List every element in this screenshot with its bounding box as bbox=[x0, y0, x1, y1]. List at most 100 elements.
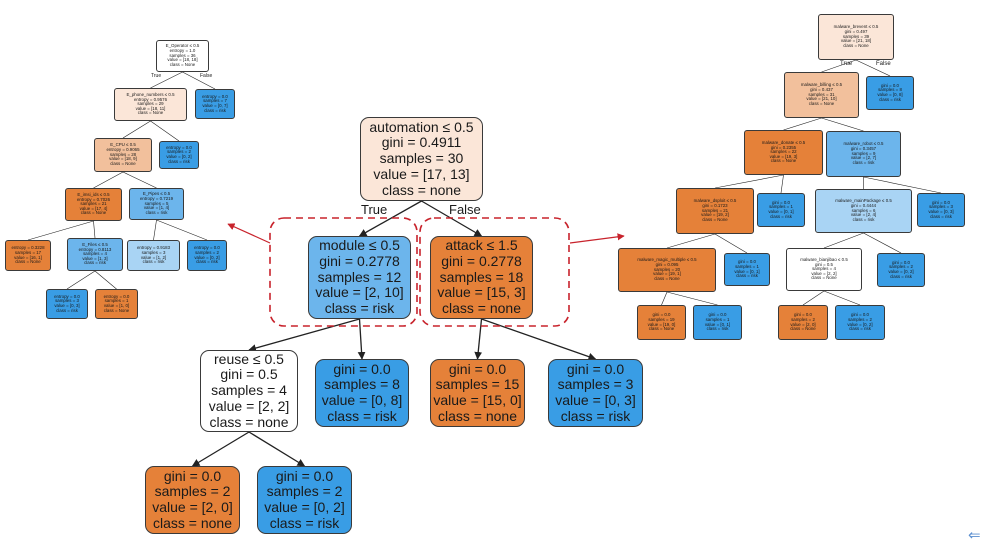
node-line: attack ≤ 1.5 bbox=[445, 237, 518, 254]
node-line: value = [2, 10] bbox=[315, 284, 404, 301]
node-line: malware_magic_multiple ≤ 0.5 bbox=[637, 257, 697, 263]
node-line: gini = 0.5 bbox=[815, 261, 833, 267]
highlight-box bbox=[419, 217, 570, 327]
node-line: samples = 39 bbox=[842, 33, 870, 39]
tree-edge bbox=[182, 71, 216, 90]
node-line: malware_billing ≤ 0.5 bbox=[800, 82, 843, 88]
node-line: value = [0, 3] bbox=[928, 209, 954, 214]
node-line: gini = 0.0 bbox=[851, 312, 869, 318]
node-line: value = [0, 2] bbox=[888, 269, 914, 274]
tree-edge bbox=[780, 174, 784, 194]
node-line: class = none bbox=[209, 413, 289, 430]
node-line: value = [15, 0] bbox=[433, 392, 522, 408]
tree-edge bbox=[93, 171, 124, 189]
edge-label-false: False bbox=[200, 73, 213, 79]
node-line: class = None bbox=[110, 160, 136, 166]
node-line: class = risk bbox=[770, 213, 792, 219]
tree-edge bbox=[66, 270, 96, 290]
tree-edge bbox=[191, 431, 250, 467]
node-line: entropy = 0.7026 bbox=[76, 196, 111, 202]
node-line: gini = 0.0 bbox=[163, 467, 222, 484]
node-line: value = [21, 10] bbox=[806, 96, 837, 102]
node-line: value = [0, 1] bbox=[768, 209, 794, 214]
node-line: gini = 0.0 bbox=[738, 259, 756, 265]
node-line: class = risk bbox=[204, 107, 226, 113]
node-line: samples = 4 bbox=[812, 266, 836, 272]
node-line: value = [1, 4] bbox=[143, 205, 170, 211]
tree-edge bbox=[666, 233, 716, 249]
node-line: E_Files ≤ 0.5 bbox=[82, 241, 108, 247]
node-line: gini = 0.2778 bbox=[319, 252, 400, 269]
tree-edge bbox=[823, 232, 864, 249]
tree-edge bbox=[821, 117, 864, 132]
tree-edge bbox=[150, 120, 180, 142]
node-line: entropy = 0.7219 bbox=[139, 196, 174, 202]
node-line: E_phone_numbers ≤ 0.5 bbox=[126, 91, 175, 97]
node-line: gini = 0.437 bbox=[810, 87, 833, 93]
node-line: class = risk bbox=[145, 209, 168, 215]
node-line: value = [2, 7] bbox=[850, 155, 877, 161]
node-line: class = risk bbox=[706, 326, 729, 332]
node-line: class = risk bbox=[852, 216, 875, 222]
node-line: value = [21, 18] bbox=[840, 38, 872, 44]
node-line: samples = 7 bbox=[203, 98, 227, 104]
node-line: E_Operator ≤ 0.5 bbox=[165, 43, 200, 49]
tree-edge bbox=[156, 219, 208, 241]
node-line: class = none bbox=[442, 300, 521, 316]
node-line: value = [18, 18] bbox=[167, 57, 198, 63]
edge-label-false: False bbox=[449, 202, 481, 217]
tree-edge bbox=[150, 71, 183, 89]
node-line: value = [0, 2] bbox=[847, 321, 873, 327]
node-line: entropy = 0.0 bbox=[202, 93, 228, 99]
node-line: malware_donate ≤ 0.5 bbox=[761, 139, 806, 145]
node-line: class = risk bbox=[269, 514, 340, 531]
tree-edge bbox=[802, 290, 825, 306]
node-line: samples = 30 bbox=[379, 150, 464, 167]
node-line: E_Pipes ≤ 0.5 bbox=[142, 191, 171, 197]
node-line: class = risk bbox=[560, 407, 631, 424]
node-line: gini = 0.0 bbox=[652, 312, 671, 318]
tree-edge bbox=[474, 318, 483, 360]
node-line: class = None bbox=[169, 61, 196, 67]
node-line: malware_bianjibao ≤ 0.5 bbox=[800, 256, 848, 262]
node-line: class = risk bbox=[327, 407, 397, 424]
node-line: reuse ≤ 0.5 bbox=[214, 350, 284, 367]
node-line: class = risk bbox=[196, 259, 218, 265]
node-line: entropy = 0.9576 bbox=[133, 96, 168, 102]
node-line: samples = 4 bbox=[83, 251, 107, 257]
node-line: samples = 28 bbox=[109, 151, 137, 157]
node-line: class = risk bbox=[930, 213, 952, 219]
tree-edge bbox=[666, 291, 718, 306]
node-line: class = risk bbox=[56, 307, 78, 313]
node-line: gini = 0.2355 bbox=[770, 144, 797, 150]
arrow-left-icon[interactable]: ⇐ bbox=[968, 526, 981, 544]
node-line: value = [2, 2] bbox=[811, 270, 837, 276]
node-line: gini = 0.095 bbox=[655, 262, 679, 268]
node-line: samples = 2 bbox=[195, 249, 219, 255]
node-line: malware_robot ≤ 0.5 bbox=[843, 141, 884, 147]
node-line: samples = 9 bbox=[851, 150, 876, 156]
node-line: value = [18, 9] bbox=[109, 156, 137, 162]
tree-edge bbox=[248, 431, 306, 467]
node-line: class = risk bbox=[879, 96, 901, 102]
node-line: module ≤ 0.5 bbox=[319, 237, 400, 254]
node-line: samples = 12 bbox=[317, 268, 402, 285]
tree-edge bbox=[855, 59, 891, 77]
node-line: malware_mainPackage ≤ 0.5 bbox=[835, 198, 892, 204]
node-line: gini = 0.0 bbox=[275, 467, 334, 484]
